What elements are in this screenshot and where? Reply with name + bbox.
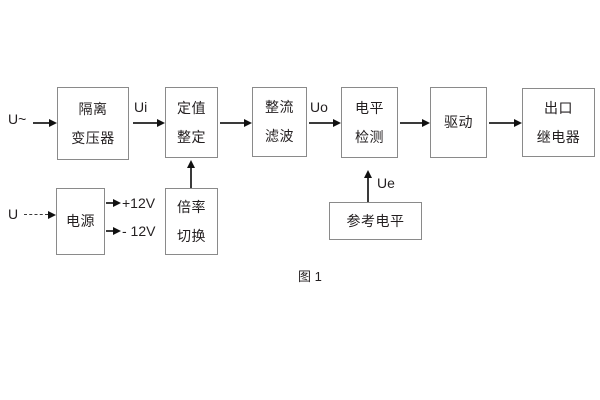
connector-shaft [106, 230, 113, 232]
signal-label-input-dc: U [8, 206, 19, 222]
connector-shaft [400, 122, 422, 124]
arrow-head-icon [333, 118, 341, 127]
block-drive[interactable]: 驱动 [430, 87, 487, 158]
block-rectify-filter[interactable]: 整流滤波 [252, 87, 307, 157]
arrow-head-icon [363, 170, 372, 178]
connector-shaft [309, 122, 333, 124]
arrow-head-icon [514, 118, 522, 127]
connector-shaft [106, 202, 113, 204]
signal-label-ue: Ue [377, 175, 395, 191]
block-setting-value[interactable]: 定值整定 [165, 87, 218, 158]
block-label-line: 倍率 [177, 198, 206, 215]
connector-shaft [133, 122, 157, 124]
arrow-head-icon [186, 160, 195, 168]
block-label-line: 参考电平 [346, 212, 405, 229]
block-label-line: 切换 [177, 227, 206, 244]
arrow-head-icon [113, 226, 121, 235]
arrow-head-icon [113, 198, 121, 207]
block-label-line: 出口 [544, 99, 573, 116]
block-label-line: 隔离 [78, 100, 108, 117]
signal-label-input-ac: U~ [8, 111, 27, 127]
signal-label-plus-12v: +12V [122, 195, 156, 211]
block-label-line: 电平 [355, 99, 384, 116]
block-label-line: 电源 [66, 213, 95, 230]
block-label-line: 变压器 [71, 129, 115, 146]
block-label-line: 整流 [265, 99, 294, 116]
block-label-line: 整定 [177, 128, 206, 145]
block-power-supply[interactable]: 电源 [56, 188, 105, 255]
connector-shaft [489, 122, 514, 124]
block-label-line: 检测 [355, 128, 384, 145]
block-label-line: 定值 [177, 99, 206, 116]
connector-shaft [24, 214, 48, 216]
arrow-head-icon [48, 210, 56, 219]
arrow-head-icon [49, 118, 57, 127]
block-isolation-transformer[interactable]: 隔离变压器 [57, 87, 129, 160]
block-level-detection[interactable]: 电平检测 [341, 87, 398, 158]
arrow-head-icon [422, 118, 430, 127]
connector-shaft [33, 122, 49, 124]
block-output-relay[interactable]: 出口继电器 [522, 88, 595, 157]
block-label-line: 继电器 [536, 128, 581, 145]
signal-label-minus-12v: - 12V [122, 223, 156, 239]
arrow-head-icon [157, 118, 165, 127]
block-multiplier-switch[interactable]: 倍率切换 [165, 188, 218, 255]
arrow-head-icon [244, 118, 252, 127]
connector-shaft [367, 178, 369, 202]
block-reference-level[interactable]: 参考电平 [329, 202, 422, 240]
connector-shaft [220, 122, 244, 124]
signal-label-ui: Ui [134, 99, 148, 115]
signal-label-uo: Uo [310, 99, 328, 115]
block-label-line: 驱动 [444, 114, 473, 131]
connector-shaft [190, 168, 192, 188]
figure-caption: 图 1 [298, 269, 322, 284]
block-label-line: 滤波 [265, 128, 294, 144]
